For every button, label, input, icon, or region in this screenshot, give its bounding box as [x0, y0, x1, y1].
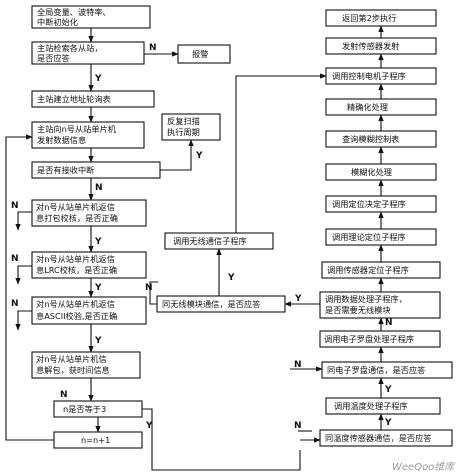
svg-text:调用无线通信子程序: 调用无线通信子程序: [173, 236, 247, 246]
svg-text:反复扫描: 反复扫描: [167, 116, 200, 126]
pack-check-box: 对n号从站单片机返信 息打包校核，是否正确: [31, 199, 147, 227]
svg-text:调用传感器定位子程序: 调用传感器定位子程序: [327, 265, 409, 275]
call-sensor-position-box: 调用传感器定位子程序: [321, 261, 441, 279]
svg-text:是否需要无线模块: 是否需要无线模块: [325, 305, 391, 315]
svg-text:执行周期: 执行周期: [167, 127, 200, 137]
svg-text:Y: Y: [384, 418, 392, 428]
svg-text:n=n+1: n=n+1: [81, 435, 110, 445]
ascii-check-box: 对n号从站单片机返信 息ASCII校验,是否正确: [31, 296, 147, 325]
connectors-right: [149, 25, 384, 432]
svg-text:N: N: [385, 318, 393, 328]
call-compass-process-box: 调用电子罗盘处理子程序: [319, 330, 441, 348]
svg-text:息LRC校核，是否正确: 息LRC校核，是否正确: [36, 265, 117, 275]
return-step2-box: 返回第2步执行: [325, 9, 437, 27]
watermark: WeeQoo维库: [392, 461, 456, 473]
svg-text:主站向n号从站单片机: 主站向n号从站单片机: [37, 124, 117, 134]
svg-text:Y: Y: [94, 237, 102, 247]
svg-text:模糊化处理: 模糊化处理: [351, 167, 392, 177]
svg-text:调用电子罗盘处理子程序: 调用电子罗盘处理子程序: [324, 334, 414, 344]
n-increment-box: n=n+1: [53, 431, 143, 449]
svg-text:调用温度处理子程序: 调用温度处理子程序: [334, 401, 408, 411]
temp-sensor-comm-box: 同温度传感器通信，是否应答: [319, 429, 453, 447]
master-check-box: 主站检索各从站， 是否应答: [31, 41, 145, 65]
svg-text:对n号从站单片机返信: 对n号从站单片机返信: [36, 299, 115, 309]
svg-text:同无线模块通信，是否应答: 同无线模块通信，是否应答: [162, 299, 260, 309]
svg-text:Y: Y: [94, 336, 102, 346]
svg-text:Y: Y: [384, 385, 392, 395]
svg-text:中断初始化: 中断初始化: [37, 17, 78, 27]
svg-text:发射传感器发射: 发射传感器发射: [342, 41, 399, 51]
svg-text:是否有接收中断: 是否有接收中断: [37, 165, 94, 175]
call-motor-box: 调用控制电机子程序: [325, 67, 437, 85]
svg-text:Y: Y: [294, 294, 302, 304]
svg-text:N: N: [149, 43, 157, 53]
svg-text:Y: Y: [227, 273, 235, 283]
svg-text:精确化处理: 精确化处理: [347, 102, 388, 112]
svg-text:Y: Y: [94, 283, 102, 293]
svg-text:N: N: [11, 299, 19, 309]
svg-text:主站检索各从站，: 主站检索各从站，: [37, 43, 103, 53]
call-data-process-box: 调用数据处理子程序， 是否需要无线模块: [319, 291, 441, 319]
build-table-box: 主站建立地址轮询表: [31, 90, 155, 108]
svg-text:全局变量、波特率、: 全局变量、波特率、: [37, 7, 111, 17]
svg-text:是否应答: 是否应答: [37, 53, 70, 63]
svg-text:对n号从站单片机返信: 对n号从站单片机返信: [36, 202, 115, 212]
svg-text:调用理论定位子程序: 调用理论定位子程序: [332, 232, 406, 242]
svg-text:Y: Y: [145, 421, 153, 431]
svg-text:息ASCII校验,是否正确: 息ASCII校验,是否正确: [36, 311, 117, 321]
svg-text:息解包，获时间信息: 息解包，获时间信息: [36, 365, 110, 375]
svg-text:同温度传感器通信，是否应答: 同温度传感器通信，是否应答: [325, 433, 431, 443]
alarm-box: 报警: [177, 44, 231, 64]
unpack-box: 对n号从站单片机信 息解包，获时间信息: [31, 351, 141, 379]
svg-text:调用控制电机子程序: 调用控制电机子程序: [332, 71, 406, 81]
rx-interrupt-box: 是否有接收中断: [31, 161, 161, 179]
refine-box: 精确化处理: [325, 98, 437, 116]
branch-labels: N Y Y N N Y N Y N Y N Y Y N Y N N Y N Y: [11, 43, 393, 431]
svg-text:N: N: [11, 254, 19, 264]
svg-text:N: N: [145, 283, 153, 293]
svg-text:n是否等于3: n是否等于3: [63, 404, 106, 414]
rescan-box: 反复扫描 执行周期: [161, 113, 221, 141]
svg-text:N: N: [294, 421, 302, 431]
svg-text:Y: Y: [195, 151, 203, 161]
send-data-box: 主站向n号从站单片机 发射数据信息: [31, 121, 145, 149]
call-position-decision-box: 调用定位决定子程序: [325, 195, 437, 213]
svg-text:发射数据信息: 发射数据信息: [37, 135, 86, 145]
lookup-fuzzy-box: 查询模糊控制表: [325, 130, 437, 148]
n-equals-3-box: n是否等于3: [53, 400, 143, 418]
svg-text:Y: Y: [94, 74, 102, 84]
svg-text:查询模糊控制表: 查询模糊控制表: [342, 134, 399, 144]
svg-text:息打包校核，是否正确: 息打包校核，是否正确: [36, 213, 118, 223]
call-wireless-box: 调用无线通信子程序: [164, 232, 274, 250]
svg-text:N: N: [95, 183, 103, 193]
svg-text:N: N: [60, 390, 68, 400]
call-temp-process-box: 调用温度处理子程序: [325, 397, 441, 415]
wireless-comm-box: 同无线模块通信，是否应答: [156, 295, 286, 313]
svg-text:调用定位决定子程序: 调用定位决定子程序: [332, 199, 406, 209]
fuzzify-box: 模糊化处理: [325, 163, 437, 181]
svg-text:N: N: [11, 201, 19, 211]
lrc-check-box: 对n号从站单片机返信 息LRC校核，是否正确: [31, 251, 147, 279]
svg-text:返回第2步执行: 返回第2步执行: [342, 13, 396, 23]
svg-text:对n号从站单片机信: 对n号从站单片机信: [36, 354, 107, 364]
call-theory-position-box: 调用理论定位子程序: [325, 228, 437, 246]
connectors-left: [5, 28, 321, 471]
init-box: 全局变量、波特率、 中断初始化: [31, 5, 151, 29]
svg-text:对n号从站单片机返信: 对n号从站单片机返信: [36, 254, 115, 264]
svg-text:N: N: [294, 360, 302, 370]
svg-text:主站建立地址轮询表: 主站建立地址轮询表: [37, 94, 111, 104]
compass-comm-box: 同电子罗盘通信，是否应答: [321, 361, 453, 379]
svg-text:调用数据处理子程序，: 调用数据处理子程序，: [325, 294, 407, 304]
svg-text:报警: 报警: [192, 49, 208, 59]
fire-sensor-box: 发射传感器发射: [325, 37, 437, 55]
svg-text:同电子罗盘通信，是否应答: 同电子罗盘通信，是否应答: [327, 365, 425, 375]
